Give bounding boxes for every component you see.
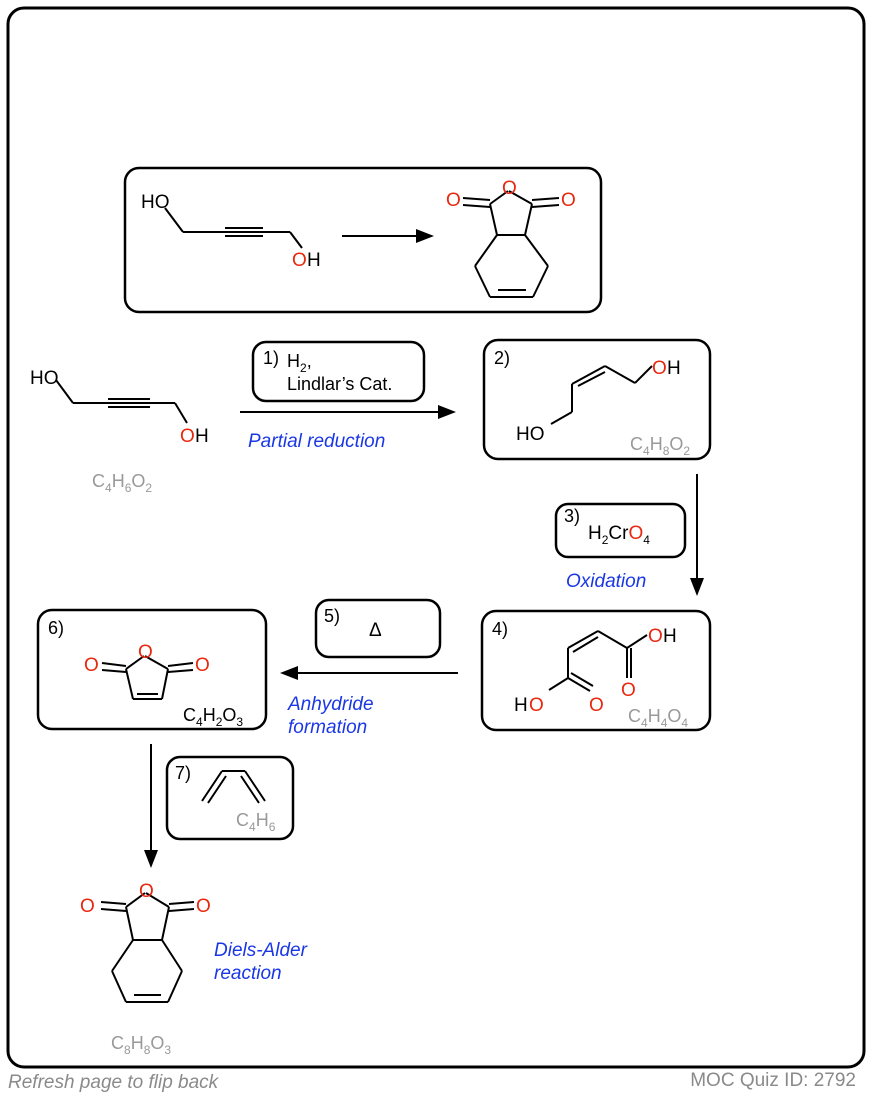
reaction-arrow-head bbox=[416, 229, 434, 243]
label-oxidation: Oxidation bbox=[566, 571, 646, 592]
question-product bbox=[462, 190, 560, 298]
label-partial-reduction: Partial reduction bbox=[248, 431, 385, 452]
atom-label: O bbox=[195, 655, 210, 676]
reaction-arrow-head bbox=[144, 850, 158, 868]
butadiene bbox=[201, 770, 266, 804]
atom-label: O bbox=[589, 695, 604, 716]
question-box: HO O H O O O bbox=[123, 166, 603, 314]
atom-label: O bbox=[621, 680, 636, 701]
reaction-arrow-head bbox=[280, 666, 298, 680]
question-reactant bbox=[164, 207, 303, 249]
atom-label: HO bbox=[516, 424, 545, 445]
reagent-h2: H2, bbox=[287, 351, 312, 375]
step1-reagent-box: 1) H2, Lindlar’s Cat. bbox=[251, 340, 426, 403]
atom-label: O bbox=[84, 655, 99, 676]
atom-label: O bbox=[652, 358, 667, 379]
step-number: 7) bbox=[175, 763, 191, 783]
atom-label: O bbox=[138, 642, 153, 663]
reaction-arrow-head bbox=[438, 405, 456, 419]
label-diels-alder-2: reaction bbox=[214, 963, 282, 984]
atom-label: O bbox=[180, 426, 195, 447]
atom-label: O bbox=[446, 190, 461, 211]
atom-label: H bbox=[667, 358, 681, 379]
label-diels-alder-1: Diels-Alder bbox=[214, 940, 308, 961]
step5-reagent-box: 5) Δ bbox=[314, 598, 442, 659]
atom-label: O bbox=[529, 695, 544, 716]
reagent-chromic-acid: H2CrO4 bbox=[588, 523, 650, 547]
atom-label: O bbox=[502, 178, 517, 199]
step-number: 6) bbox=[48, 618, 64, 638]
step-number: 2) bbox=[494, 348, 510, 368]
atom-label: H bbox=[663, 626, 677, 647]
reaction-arrow-head bbox=[690, 578, 704, 596]
atom-label: O bbox=[80, 896, 95, 917]
atom-label: H bbox=[195, 426, 209, 447]
final-product: O O O C8H8O3 bbox=[80, 881, 211, 1057]
atom-label: O bbox=[196, 896, 211, 917]
atom-label: HO bbox=[30, 368, 59, 389]
step-number: 1) bbox=[263, 348, 279, 368]
reagent-lindlar: Lindlar’s Cat. bbox=[287, 374, 392, 394]
atom-label: O bbox=[292, 250, 307, 271]
label-anhydride-2: formation bbox=[288, 717, 367, 738]
label-anhydride-1: Anhydride bbox=[287, 694, 374, 715]
step3-reagent-box: 3) H2CrO4 bbox=[554, 502, 687, 559]
refresh-hint: Refresh page to flip back bbox=[8, 1072, 219, 1093]
atom-label: H bbox=[514, 695, 528, 716]
step-number: 4) bbox=[492, 619, 508, 639]
step-number: 5) bbox=[324, 606, 340, 626]
atom-label: H bbox=[307, 250, 321, 271]
atom-label: O bbox=[139, 881, 154, 902]
atom-label: O bbox=[561, 190, 576, 211]
quiz-id: MOC Quiz ID: 2792 bbox=[690, 1070, 856, 1091]
atom-label: HO bbox=[141, 192, 170, 213]
reagent-heat: Δ bbox=[369, 620, 382, 641]
card-frame bbox=[6, 6, 866, 1069]
step-number: 3) bbox=[564, 506, 580, 526]
atom-label: O bbox=[648, 626, 663, 647]
